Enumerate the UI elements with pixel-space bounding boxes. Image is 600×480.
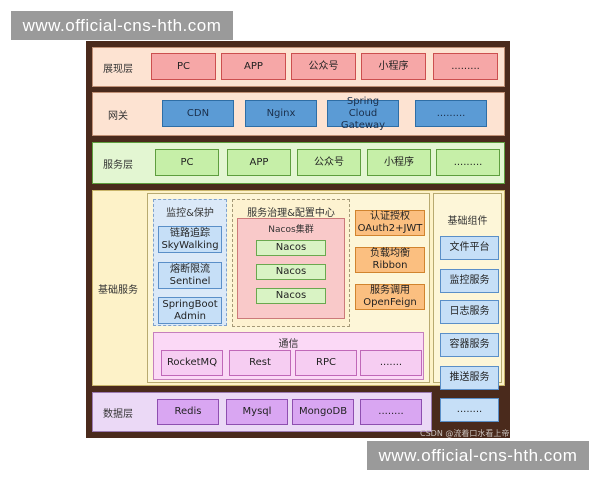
presentation-layer-label: 展现层 [103, 63, 133, 75]
presentation-item-official-account: 公众号 [291, 53, 356, 80]
base-services-label: 基础服务 [98, 284, 138, 296]
service-item-app: APP [227, 149, 291, 176]
comm-item-rocketmq: RocketMQ [161, 350, 223, 376]
base-components-title: 基础组件 [447, 216, 488, 227]
gateway-layer-label: 网关 [108, 110, 128, 122]
data-item-mongodb: MongoDB [292, 399, 354, 425]
component-container-service: 容器服务 [440, 333, 499, 357]
data-item-more: ........ [360, 399, 422, 425]
nacos-node-2: Nacos [256, 264, 326, 280]
watermark-top: www.official-cns-hth.com [11, 11, 233, 40]
monitor-item-sentinel: 熔断限流 Sentinel [158, 262, 222, 289]
component-more: ........ [440, 398, 499, 422]
service-item-mini-program: 小程序 [367, 149, 431, 176]
presentation-item-more: ......... [433, 53, 498, 80]
monitor-item-skywalking: 链路追踪 SkyWalking [158, 226, 222, 253]
data-item-mysql: Mysql [226, 399, 288, 425]
presentation-item-app: APP [221, 53, 286, 80]
gateway-item-spring-cloud-gateway: Spring Cloud Gateway [327, 96, 399, 131]
gateway-item-more: ......... [415, 100, 487, 127]
service-call-openfeign: 服务调用 OpenFeign [355, 284, 425, 310]
gateway-item-nginx: Nginx [245, 100, 317, 127]
comm-item-rest: Rest [229, 350, 291, 376]
nacos-node-3: Nacos [256, 288, 326, 304]
service-item-more: ......... [436, 149, 500, 176]
governance-group-title: 服务治理&配置中心 [247, 208, 335, 219]
data-item-redis: Redis [157, 399, 219, 425]
load-balancer-ribbon: 负载均衡 Ribbon [355, 247, 425, 273]
component-logging-service: 日志服务 [440, 300, 499, 324]
component-file-platform: 文件平台 [440, 236, 499, 260]
comm-item-rpc: RPC [295, 350, 357, 376]
auth-oauth2-jwt: 认证授权 OAuth2+JWT [355, 210, 425, 236]
monitor-group-title: 监控&保护 [166, 208, 214, 219]
watermark-bottom: www.official-cns-hth.com [367, 441, 589, 470]
service-item-official-account: 公众号 [297, 149, 361, 176]
monitor-item-springboot-admin: SpringBoot Admin [158, 297, 222, 324]
presentation-item-pc: PC [151, 53, 216, 80]
data-layer-label: 数据层 [103, 408, 133, 420]
service-item-pc: PC [155, 149, 219, 176]
component-monitoring-service: 监控服务 [440, 269, 499, 293]
nacos-node-1: Nacos [256, 240, 326, 256]
source-footnote: CSDN @流着口水看上帝 [420, 429, 510, 438]
presentation-item-mini-program: 小程序 [361, 53, 426, 80]
component-push-service: 推送服务 [440, 366, 499, 390]
gateway-item-cdn: CDN [162, 100, 234, 127]
comm-item-more: ....... [360, 350, 422, 376]
communication-group-title: 通信 [278, 339, 299, 350]
service-layer-label: 服务层 [103, 159, 133, 171]
nacos-cluster-title: Nacos集群 [268, 225, 314, 235]
